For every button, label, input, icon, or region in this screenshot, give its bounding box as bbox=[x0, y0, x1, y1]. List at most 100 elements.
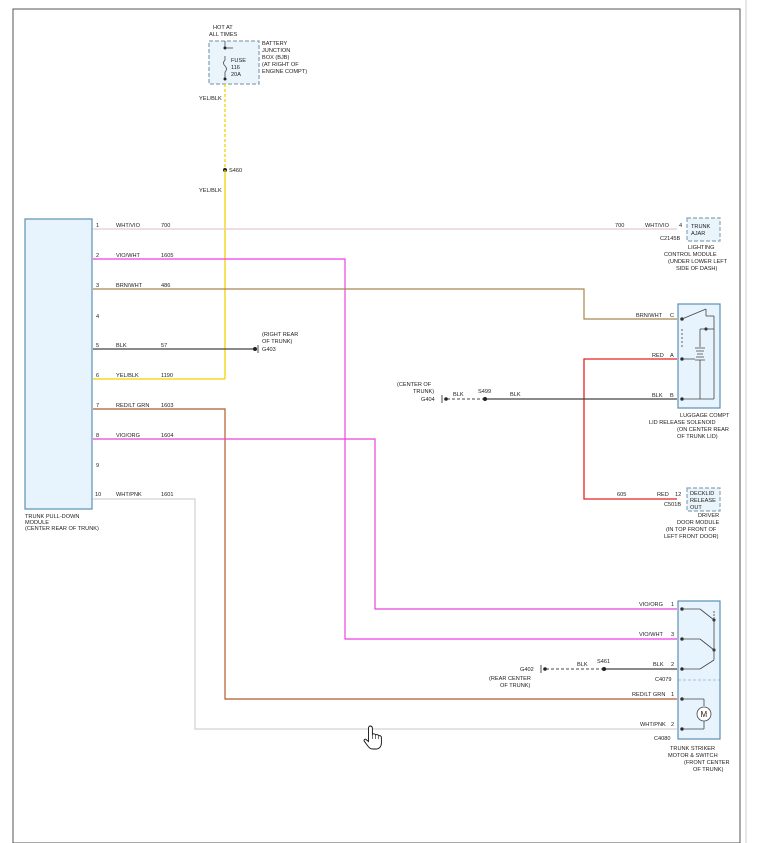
ground-g403-dot bbox=[253, 347, 257, 351]
pin-10-color: WHT/PNK bbox=[116, 492, 142, 498]
pin-3-number: 3 bbox=[96, 283, 99, 289]
striker-label-4: OF TRUNK) bbox=[693, 767, 723, 773]
driver-door-label-3: (IN TOP FRONT OF bbox=[666, 527, 717, 533]
splice-s499-label: S499 bbox=[478, 389, 491, 395]
pin-6: 6 YEL/BLK 1190 bbox=[96, 373, 173, 379]
striker-pin5-wire: WHT/PNK bbox=[640, 722, 666, 728]
striker-pin2: 2 bbox=[671, 662, 674, 668]
driver-door-label-4: LEFT FRONT DOOR) bbox=[664, 534, 719, 540]
bjb-label-4: (AT RIGHT OF bbox=[262, 62, 299, 68]
fuse-label-1: FUSE bbox=[231, 58, 246, 64]
pin-4: 4 bbox=[96, 314, 99, 320]
striker-pin1-wire: VIO/ORG bbox=[639, 602, 663, 608]
pin-8-circuit: 1604 bbox=[161, 433, 173, 439]
driver-door-box-text-3: OUT bbox=[690, 505, 702, 511]
battery-junction-group: HOT AT ALL TIMES FUSE 116 20A BATTERY JU… bbox=[208, 25, 307, 85]
lighting-box-text-2: AJAR bbox=[691, 231, 705, 237]
pin-2-circuit: 1605 bbox=[161, 253, 173, 259]
g404-dot bbox=[444, 397, 448, 401]
bjb-label-3: BOX (BJB) bbox=[262, 55, 289, 61]
yel-blk-label-top: YEL/BLK bbox=[199, 96, 222, 102]
lighting-control-group: 700 WHT/VIO 4 TRUNK AJAR C2145B LIGHTING… bbox=[615, 217, 728, 272]
bjb-label-1: BATTERY bbox=[262, 41, 288, 47]
driver-door-box bbox=[686, 487, 721, 512]
driver-door-pin: 12 bbox=[675, 492, 681, 498]
pin-1-color: WHT/VIO bbox=[116, 223, 141, 229]
g402-location-2: OF TRUNK) bbox=[500, 683, 530, 689]
striker-pin1: 1 bbox=[671, 602, 674, 608]
driver-door-circuit: 605 bbox=[617, 492, 626, 498]
pin-9: 9 bbox=[96, 463, 99, 469]
striker-pin4-wire: RED/LT GRN bbox=[632, 692, 665, 698]
striker-connector1: C4079 bbox=[655, 677, 671, 683]
wire-brn-wht bbox=[93, 288, 677, 320]
g403-id: G403 bbox=[262, 347, 276, 353]
g404-wire2: BLK bbox=[510, 392, 521, 398]
striker-motor-letter: M bbox=[701, 710, 708, 719]
striker-pin5: 2 bbox=[671, 722, 674, 728]
g402-wire: BLK bbox=[577, 662, 588, 668]
hand-pointer-icon bbox=[363, 725, 382, 750]
ground-g404: (CENTER OF TRUNK) G404 BLK S499 BLK bbox=[397, 382, 521, 403]
pin-5: 5 BLK 57 bbox=[96, 343, 167, 349]
pin-7-circuit: 1603 bbox=[161, 403, 173, 409]
ground-g402: G402 (REAR CENTER OF TRUNK) BLK S461 bbox=[489, 659, 610, 689]
g404-wire1: BLK bbox=[453, 392, 464, 398]
driver-door-wire: RED bbox=[657, 492, 669, 498]
luggage-label-3: (ON CENTER REAR bbox=[677, 427, 729, 433]
striker-group: VIO/ORG 1 VIO/WHT 3 BLK 2 C4079 RED/LT G… bbox=[632, 600, 730, 773]
fuse-symbol bbox=[223, 56, 227, 78]
fuse-terminal-bottom bbox=[223, 77, 227, 81]
trunk-module-label-3: (CENTER REAR OF TRUNK) bbox=[25, 526, 99, 532]
luggage-pin-c: C bbox=[670, 313, 674, 319]
page-border bbox=[12, 8, 741, 843]
lighting-label-4: SIDE OF DASH) bbox=[676, 266, 717, 272]
splice-s461-label: S461 bbox=[597, 659, 610, 665]
lighting-wire: WHT/VIO bbox=[645, 223, 670, 229]
luggage-label-1: LUGGAGE COMPT bbox=[680, 413, 730, 419]
yel-blk-label-bottom: YEL/BLK bbox=[199, 188, 222, 194]
wire-vio-wht bbox=[93, 258, 677, 640]
luggage-pin-a: A bbox=[670, 353, 674, 359]
pin-2: 2 VIO/WHT 1605 bbox=[96, 253, 173, 259]
pin-6-circuit: 1190 bbox=[161, 373, 173, 379]
striker-pin2-wire: BLK bbox=[653, 662, 664, 668]
g403-location-2: OF TRUNK) bbox=[262, 339, 292, 345]
pin-2-number: 2 bbox=[96, 253, 99, 259]
pin-9-number: 9 bbox=[96, 463, 99, 469]
driver-door-label-1: DRIVER bbox=[698, 513, 719, 519]
pin-3: 3 BRN/WHT 486 bbox=[96, 283, 170, 289]
pin-1-circuit: 700 bbox=[161, 223, 170, 229]
pin-1: 1 WHT/VIO 700 bbox=[96, 223, 170, 229]
splice-s461 bbox=[602, 667, 606, 671]
driver-door-connector: C501B bbox=[664, 502, 681, 508]
lighting-label-1: LIGHTING bbox=[688, 245, 714, 251]
pin-8: 8 VIO/ORG 1604 bbox=[96, 433, 173, 439]
bjb-label-2: JUNCTION bbox=[262, 48, 290, 54]
luggage-pin-a-wire: RED bbox=[652, 353, 664, 359]
luggage-solenoid-box bbox=[677, 303, 721, 409]
g402-dot bbox=[543, 667, 547, 671]
pin-5-circuit: 57 bbox=[161, 343, 167, 349]
g403-location-1: (RIGHT REAR bbox=[262, 332, 298, 338]
bjb-label-5: ENGINE COMPT) bbox=[262, 69, 307, 75]
striker-pin3: 3 bbox=[671, 632, 674, 638]
driver-door-box-text-2: RELEASE bbox=[690, 498, 716, 504]
pin-7: 7 RED/LT GRN 1603 bbox=[96, 403, 173, 409]
g402-location-1: (REAR CENTER bbox=[489, 676, 531, 682]
wire-vio-org bbox=[93, 438, 677, 610]
lighting-box-text-1: TRUNK bbox=[691, 224, 711, 230]
pin-10-number: 10 bbox=[95, 492, 101, 498]
wire-red-ltgrn bbox=[93, 408, 677, 700]
pin-6-color: YEL/BLK bbox=[116, 373, 139, 379]
wire-red bbox=[583, 358, 677, 500]
lighting-circuit: 700 bbox=[615, 223, 624, 229]
pin-5-color: BLK bbox=[116, 343, 127, 349]
striker-connector2: C4080 bbox=[654, 736, 670, 742]
pin-6-number: 6 bbox=[96, 373, 99, 379]
striker-label-2: MOTOR & SWITCH bbox=[668, 753, 718, 759]
pin-8-color: VIO/ORG bbox=[116, 433, 140, 439]
g404-id: G404 bbox=[421, 397, 435, 403]
striker-switch-symbol bbox=[680, 607, 716, 671]
